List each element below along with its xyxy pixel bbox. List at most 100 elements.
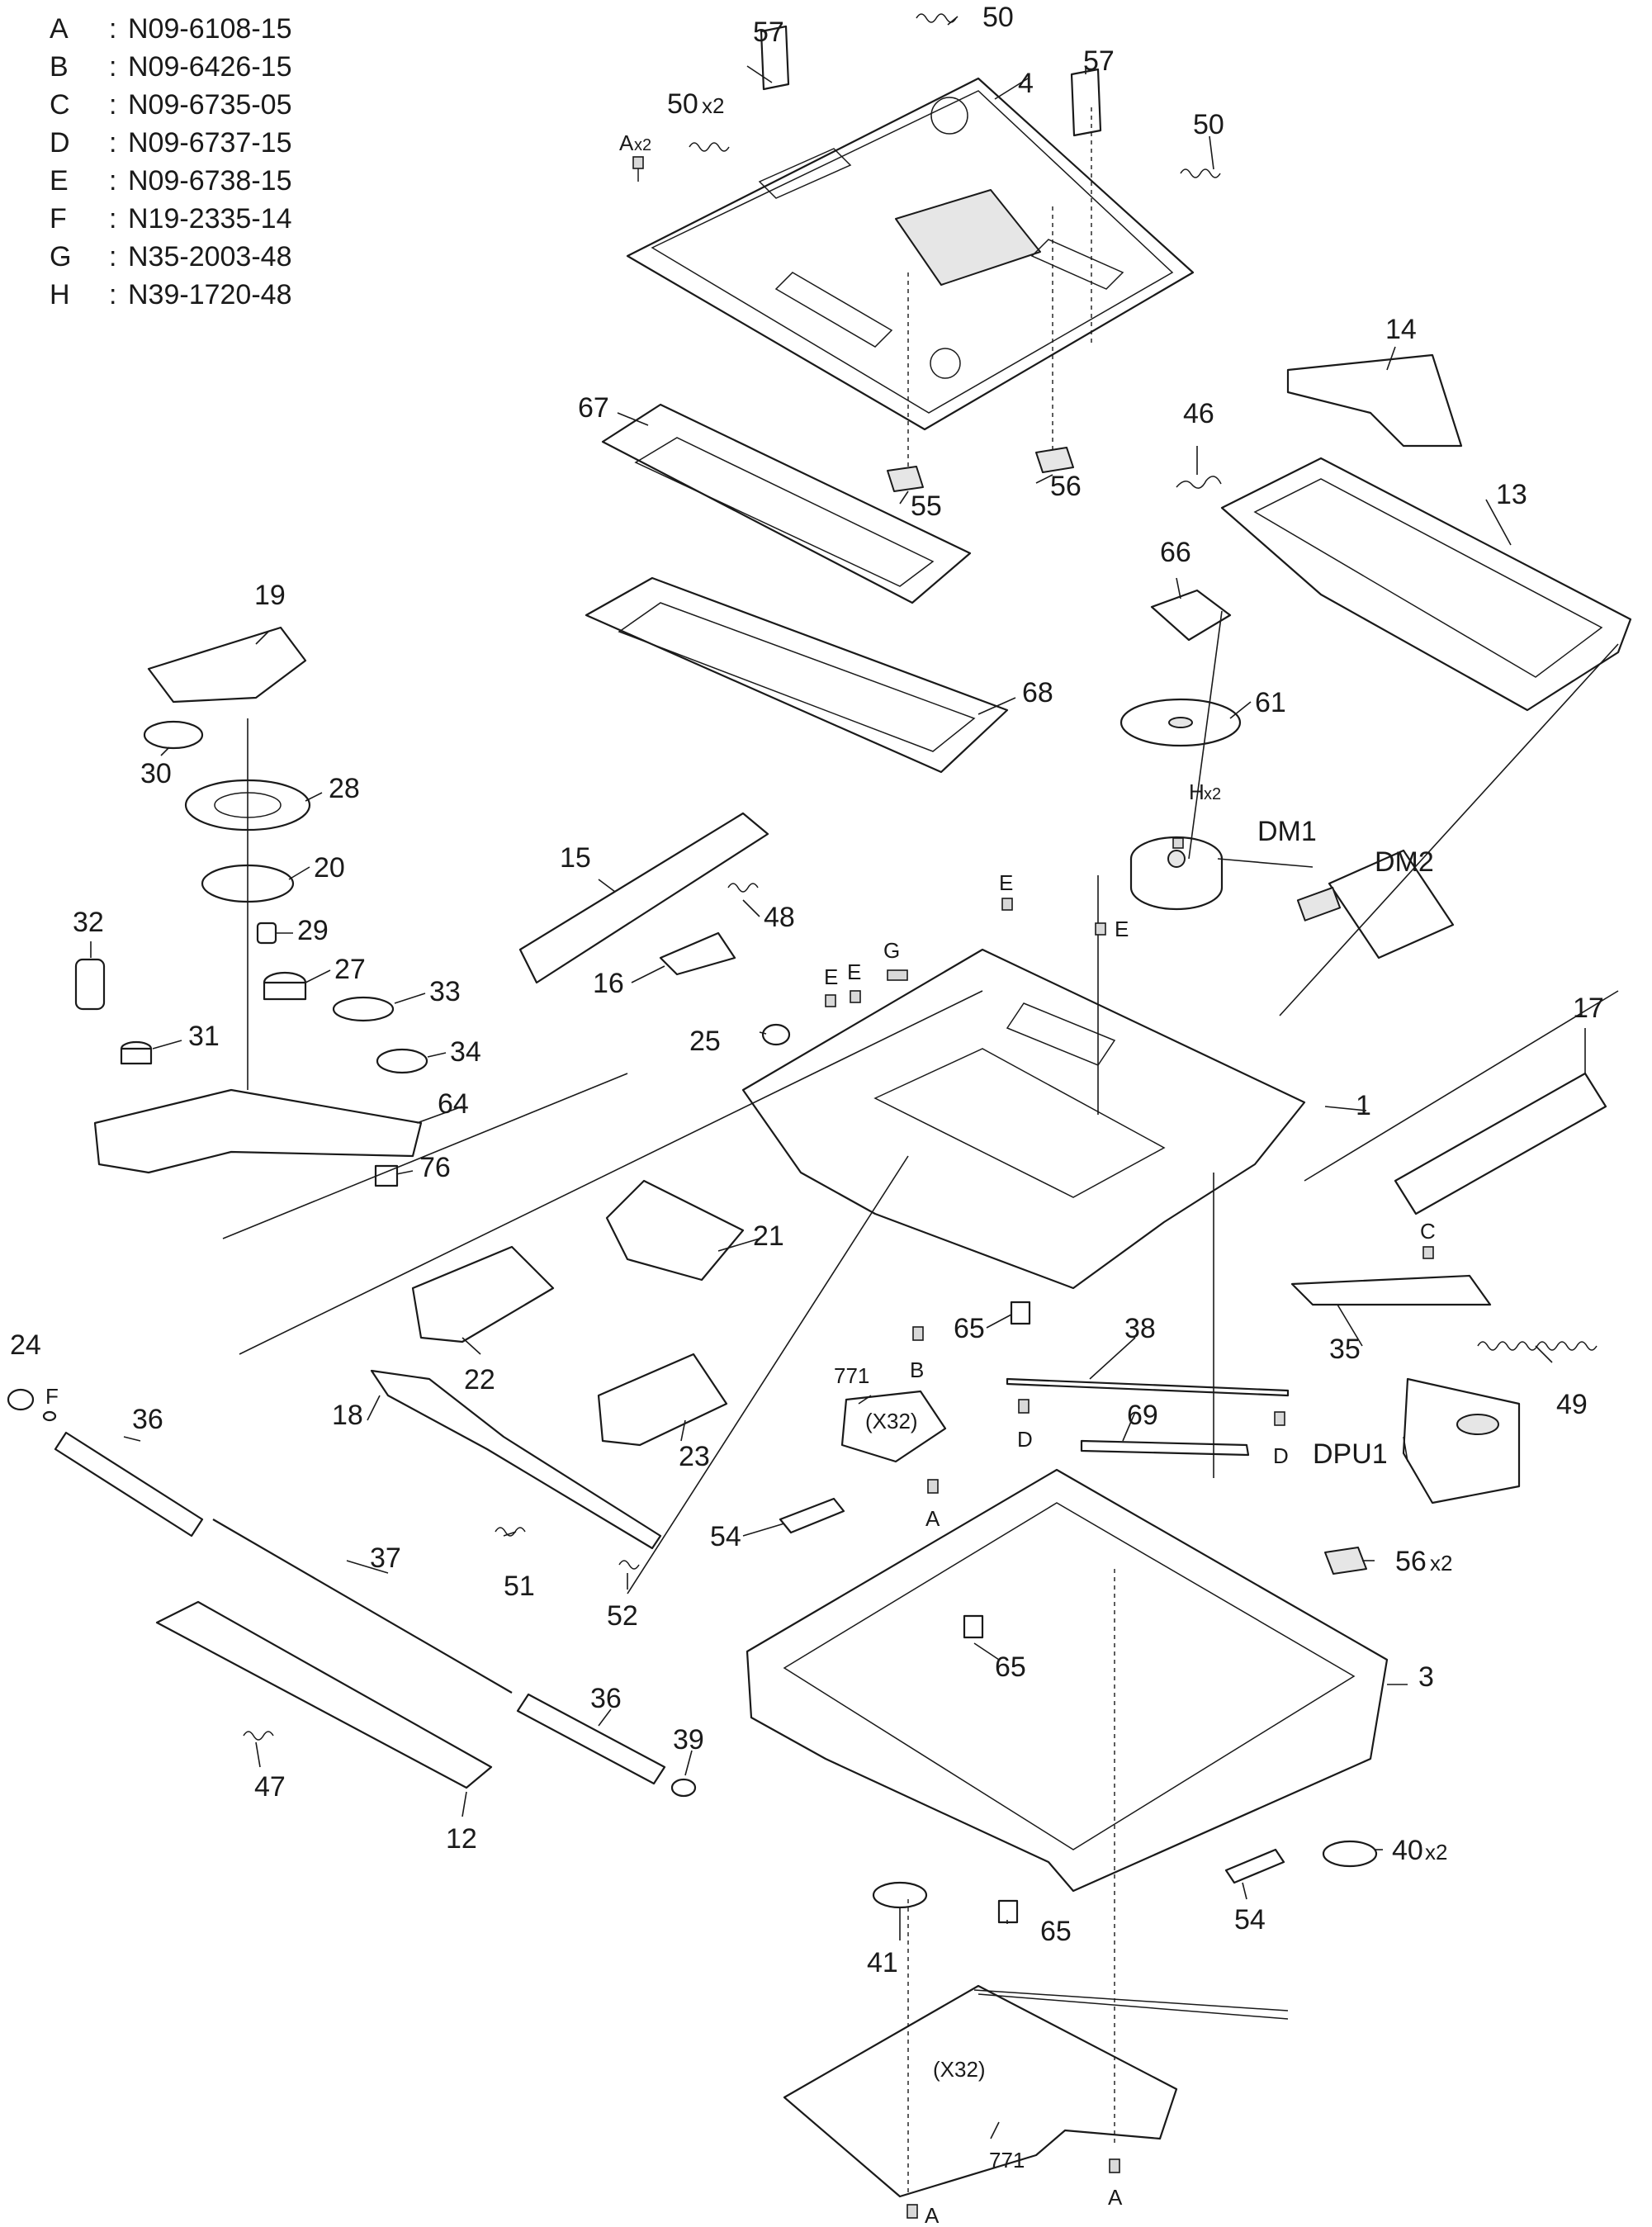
- label-e: E: [1115, 917, 1129, 941]
- part-50-springs: [689, 13, 1221, 178]
- label-x2: x2: [1204, 785, 1221, 803]
- legend-row-a: A:N09-6108-15: [50, 13, 291, 45]
- label-55: 55: [911, 490, 942, 522]
- part-65-holder: [1010, 1301, 1031, 1325]
- label-b: B: [910, 1358, 924, 1382]
- label-23: 23: [679, 1441, 710, 1472]
- label-x32: (X32): [933, 2057, 986, 2082]
- label-21: 21: [753, 1220, 784, 1252]
- label-67: 67: [578, 392, 609, 424]
- part-54-slider-top: [779, 1497, 845, 1534]
- svg-text:N35-2003-48: N35-2003-48: [128, 241, 291, 272]
- label-39: 39: [673, 1724, 704, 1756]
- part-24-cap: [7, 1388, 35, 1411]
- svg-text:H: H: [50, 279, 70, 310]
- part-56x2-pad: [1324, 1547, 1367, 1575]
- part-65-holder-c: [997, 1899, 1019, 1924]
- legend-row-g: G:N35-2003-48: [50, 241, 291, 272]
- label-22: 22: [464, 1364, 495, 1395]
- svg-text::: :: [109, 127, 116, 159]
- svg-text::: :: [109, 13, 116, 45]
- label-f: F: [45, 1384, 59, 1409]
- part-65-holder-b: [963, 1614, 984, 1639]
- screw-e-4: [850, 990, 861, 1003]
- label-64: 64: [438, 1088, 469, 1120]
- label-54: 54: [710, 1521, 741, 1552]
- part-56-pad: [1035, 447, 1074, 473]
- svg-text:N09-6737-15: N09-6737-15: [128, 127, 291, 159]
- label-27: 27: [334, 954, 366, 985]
- part-29-collar: [256, 922, 277, 945]
- part-54-slider-bottom: [1224, 1848, 1285, 1884]
- label-41: 41: [867, 1947, 898, 1978]
- label-d: D: [1273, 1443, 1289, 1468]
- svg-text:N09-6738-15: N09-6738-15: [128, 165, 291, 197]
- label-x2: x2: [1425, 1840, 1447, 1865]
- label-51: 51: [504, 1571, 535, 1602]
- screw-legend: A:N09-6108-15 B:N09-6426-15 C:N09-6735-0…: [50, 13, 291, 310]
- label-32: 32: [73, 907, 104, 938]
- label-69: 69: [1127, 1400, 1158, 1431]
- label-h-x2: H: [1189, 779, 1205, 804]
- label-29: 29: [297, 915, 329, 946]
- part-48-spring: [727, 883, 759, 893]
- svg-text::: :: [109, 241, 116, 272]
- label-dm1: DM1: [1257, 816, 1317, 847]
- legend-row-h: H:N39-1720-48: [50, 279, 291, 310]
- label-18: 18: [332, 1400, 363, 1431]
- label-dpu1: DPU1: [1313, 1438, 1388, 1470]
- part-771-board-large: [783, 1984, 1289, 2198]
- legend-row-f: F:N19-2335-14: [50, 203, 291, 235]
- screw-c-1: [1422, 1246, 1434, 1259]
- label-14: 14: [1385, 314, 1417, 345]
- label-54: 54: [1234, 1904, 1266, 1936]
- label-dm2: DM2: [1375, 846, 1434, 878]
- part-18-lever: [370, 1369, 662, 1550]
- label-52: 52: [607, 1600, 638, 1632]
- screws: [825, 837, 1434, 2219]
- label-65: 65: [1040, 1916, 1072, 1947]
- label-24: 24: [10, 1329, 41, 1361]
- label-1: 1: [1356, 1090, 1371, 1121]
- label-49: 49: [1556, 1389, 1588, 1420]
- part-14-plate: [1286, 353, 1463, 448]
- label-28: 28: [329, 773, 360, 804]
- alignment-lines: [222, 107, 1619, 2196]
- label-x2: x2: [1430, 1551, 1452, 1575]
- part-dpu1-pickup: [1402, 1377, 1521, 1504]
- part-3-lower-frame: [746, 1468, 1389, 1893]
- part-52-spring: [618, 1560, 640, 1570]
- part-16-lever: [659, 931, 736, 976]
- part-36-roller-right: [516, 1693, 666, 1785]
- label-33: 33: [429, 976, 461, 1007]
- part-47-spring: [243, 1731, 274, 1741]
- label-37: 37: [370, 1542, 401, 1574]
- screw-a-3: [906, 2204, 918, 2219]
- label-16: 16: [593, 968, 624, 999]
- part-33-gear: [332, 996, 395, 1022]
- label-65: 65: [995, 1651, 1026, 1683]
- label-48: 48: [764, 902, 795, 933]
- label-20: 20: [314, 852, 345, 884]
- part-21-cam: [605, 1179, 745, 1282]
- label-56: 56: [1050, 471, 1082, 502]
- svg-text:N09-6426-15: N09-6426-15: [128, 51, 291, 83]
- label-4: 4: [1018, 68, 1034, 99]
- label-15: 15: [560, 842, 591, 874]
- label-c: C: [1420, 1219, 1436, 1244]
- screw-h-1: [1172, 837, 1184, 849]
- part-30-gear: [143, 720, 204, 750]
- screw-b-1: [912, 1326, 924, 1341]
- part-68-bracket: [585, 576, 1009, 774]
- label-50: 50: [1193, 109, 1224, 140]
- label-57: 57: [1083, 45, 1115, 77]
- label-13: 13: [1496, 479, 1527, 510]
- label-47: 47: [254, 1771, 286, 1803]
- svg-text:C: C: [50, 89, 70, 121]
- part-35-slider: [1290, 1274, 1492, 1306]
- screw-e-2: [1095, 922, 1106, 936]
- part-17-rail: [1394, 1072, 1607, 1215]
- screw-g-1: [887, 969, 908, 981]
- part-4-top-plate: [626, 77, 1195, 431]
